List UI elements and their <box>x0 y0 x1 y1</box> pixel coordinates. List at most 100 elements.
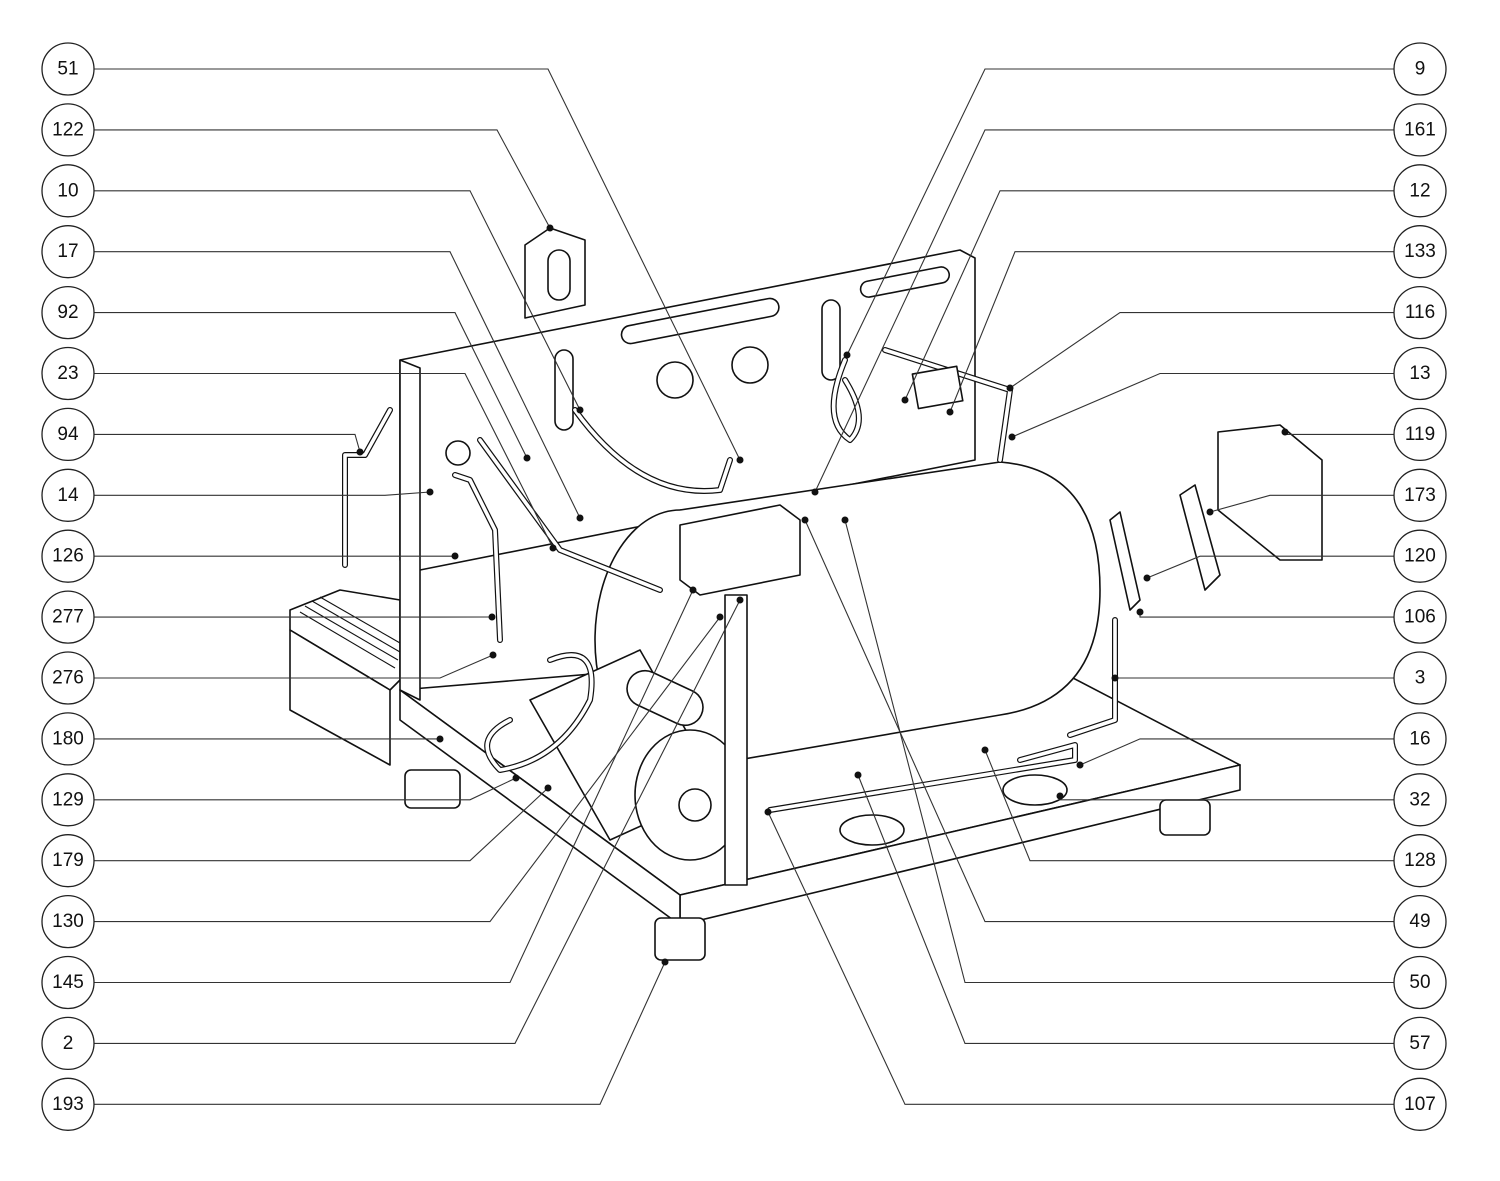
callout-116: 116 <box>1006 285 1447 392</box>
callout-57: 57 <box>854 771 1447 1071</box>
leader-dot <box>661 958 669 966</box>
callout-bubble <box>1393 712 1447 766</box>
leader-line <box>1079 738 1394 766</box>
callout-label: 106 <box>1404 607 1436 628</box>
leader-dot <box>1111 674 1119 682</box>
leader-dot <box>716 613 724 621</box>
callout-bubble <box>41 834 95 888</box>
leader-dot <box>489 651 497 659</box>
callout-bubble <box>41 407 95 462</box>
callout-label: 2 <box>63 1033 74 1054</box>
leader-dot <box>576 514 584 522</box>
leader-dot <box>512 774 520 782</box>
callout-13: 13 <box>1008 346 1447 441</box>
callout-120: 120 <box>1143 529 1447 583</box>
callout-label: 107 <box>1404 1094 1436 1115</box>
callout-label: 49 <box>1409 911 1430 932</box>
callout-277: 277 <box>41 590 496 644</box>
callout-bubble <box>41 103 95 157</box>
leader-line <box>94 589 694 984</box>
leader-dot <box>689 586 697 594</box>
callout-51: 51 <box>41 42 744 464</box>
leader-line <box>94 433 361 453</box>
floor-opening <box>1002 774 1068 806</box>
callout-label: 173 <box>1404 485 1436 506</box>
callout-bubble <box>41 285 95 340</box>
callout-180: 180 <box>41 712 444 766</box>
leader-line <box>94 129 551 229</box>
callout-32: 32 <box>1056 773 1447 827</box>
callout-14: 14 <box>41 468 434 522</box>
callout-17: 17 <box>41 225 584 522</box>
motor-capacitor <box>626 669 704 727</box>
leader-line <box>94 616 721 923</box>
callout-label: 193 <box>52 1094 84 1115</box>
callout-133: 133 <box>946 225 1447 416</box>
callout-label: 92 <box>57 302 78 323</box>
callout-label: 32 <box>1409 789 1430 810</box>
leader-line <box>1209 494 1394 513</box>
leader-dot <box>1056 792 1064 800</box>
floor-opening <box>839 814 905 846</box>
steam-wand <box>342 407 393 568</box>
heater-cover <box>1217 424 1323 561</box>
callout-130: 130 <box>41 613 724 949</box>
callout-119: 119 <box>1281 407 1447 462</box>
espresso-machine-drawing <box>289 227 1323 961</box>
leader-dot <box>811 488 819 496</box>
callout-bubble <box>1393 529 1447 583</box>
callout-bubble <box>1393 103 1447 157</box>
callout-bubble <box>41 773 95 827</box>
drip-tray-front <box>289 629 391 766</box>
callout-173: 173 <box>1206 468 1447 522</box>
callout-50: 50 <box>841 516 1447 1010</box>
leader-dot <box>843 351 851 359</box>
callout-bubble <box>1393 285 1447 340</box>
callout-107: 107 <box>764 808 1447 1131</box>
callout-bubble <box>41 955 95 1010</box>
leader-dot <box>841 516 849 524</box>
leader-line <box>1284 432 1394 435</box>
leader-dot <box>451 552 459 560</box>
foot <box>1159 799 1211 836</box>
callout-193: 193 <box>41 958 669 1131</box>
callout-label: 17 <box>57 241 78 262</box>
callout-23: 23 <box>41 346 557 552</box>
foot <box>404 769 461 809</box>
leader-dot <box>523 454 531 462</box>
callout-label: 23 <box>57 363 78 384</box>
leader-dot <box>736 596 744 604</box>
frame-post <box>724 594 748 886</box>
leader-line <box>94 961 666 1105</box>
leader-line <box>1009 312 1394 389</box>
callout-label: 12 <box>1409 180 1430 201</box>
callout-label: 10 <box>57 180 78 201</box>
callout-bubble <box>41 225 95 279</box>
callout-bubble <box>1393 346 1447 401</box>
callout-bubble <box>1393 225 1447 279</box>
callout-145: 145 <box>41 586 697 1010</box>
callout-bubble <box>1393 773 1447 827</box>
gauge-knob <box>731 346 769 384</box>
callout-label: 145 <box>52 972 84 993</box>
callout-161: 161 <box>811 103 1447 496</box>
callout-bubble <box>1393 42 1447 96</box>
callout-bubble <box>41 590 95 644</box>
leader-line <box>767 811 1394 1105</box>
callout-label: 128 <box>1404 850 1436 871</box>
callout-label: 57 <box>1409 1033 1430 1054</box>
leader-dot <box>801 516 809 524</box>
callout-label: 120 <box>1404 546 1436 567</box>
leader-line <box>814 129 1394 493</box>
callout-label: 14 <box>57 485 79 506</box>
leader-dot <box>1136 608 1144 616</box>
callout-9: 9 <box>843 42 1447 359</box>
leader-dot <box>1006 384 1014 392</box>
leader-dot <box>576 406 584 414</box>
callout-12: 12 <box>901 164 1447 404</box>
callout-3: 3 <box>1111 651 1447 705</box>
callout-bubble <box>41 346 95 401</box>
callout-126: 126 <box>41 529 459 583</box>
callout-label: 16 <box>1409 728 1430 749</box>
